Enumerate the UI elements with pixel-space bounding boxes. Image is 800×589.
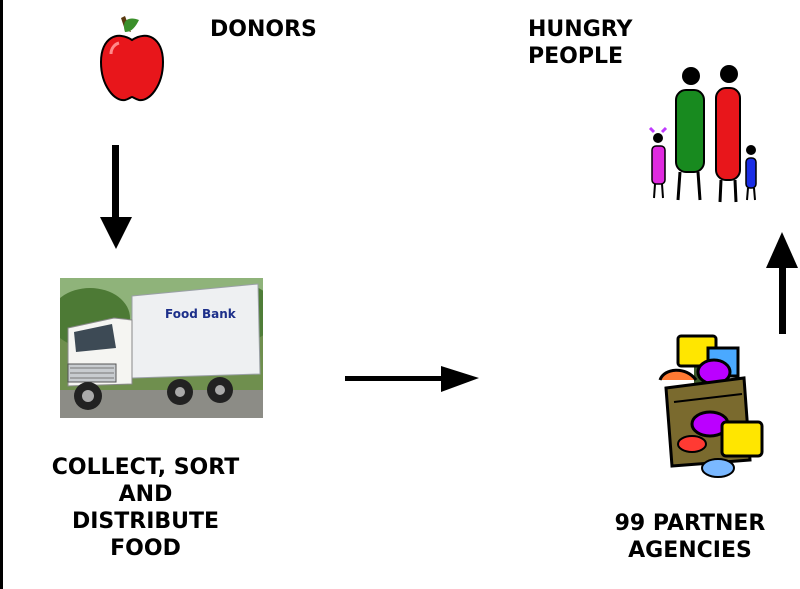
apple-icon	[95, 10, 170, 105]
collect-line4: FOOD	[110, 536, 181, 561]
arrow-right-icon	[345, 362, 485, 396]
left-border-line	[0, 0, 3, 589]
family-icon	[636, 62, 766, 212]
truck-logo-text: Food Bank	[165, 307, 237, 321]
hungry-line1: HUNGRY	[528, 17, 633, 42]
grocery-bag-icon	[652, 332, 772, 487]
donors-label: DONORS	[210, 17, 317, 42]
partners-line1: 99 PARTNER	[614, 511, 766, 536]
hungry-line2: PEOPLE	[528, 44, 624, 69]
collect-sort-distribute-label: COLLECT, SORT AND DISTRIBUTE FOOD	[0, 454, 291, 562]
collect-line2: AND	[118, 482, 173, 507]
collect-line3: DISTRIBUTE	[71, 509, 220, 534]
hungry-people-label: HUNGRY PEOPLE	[528, 16, 632, 70]
partner-agencies-label: 99 PARTNER AGENCIES	[580, 510, 800, 564]
arrow-down-icon	[96, 145, 136, 250]
collect-line1: COLLECT, SORT	[51, 455, 240, 480]
arrow-up-icon	[764, 230, 800, 334]
partners-line2: AGENCIES	[628, 538, 752, 563]
truck-photo: Food Bank	[60, 278, 263, 418]
